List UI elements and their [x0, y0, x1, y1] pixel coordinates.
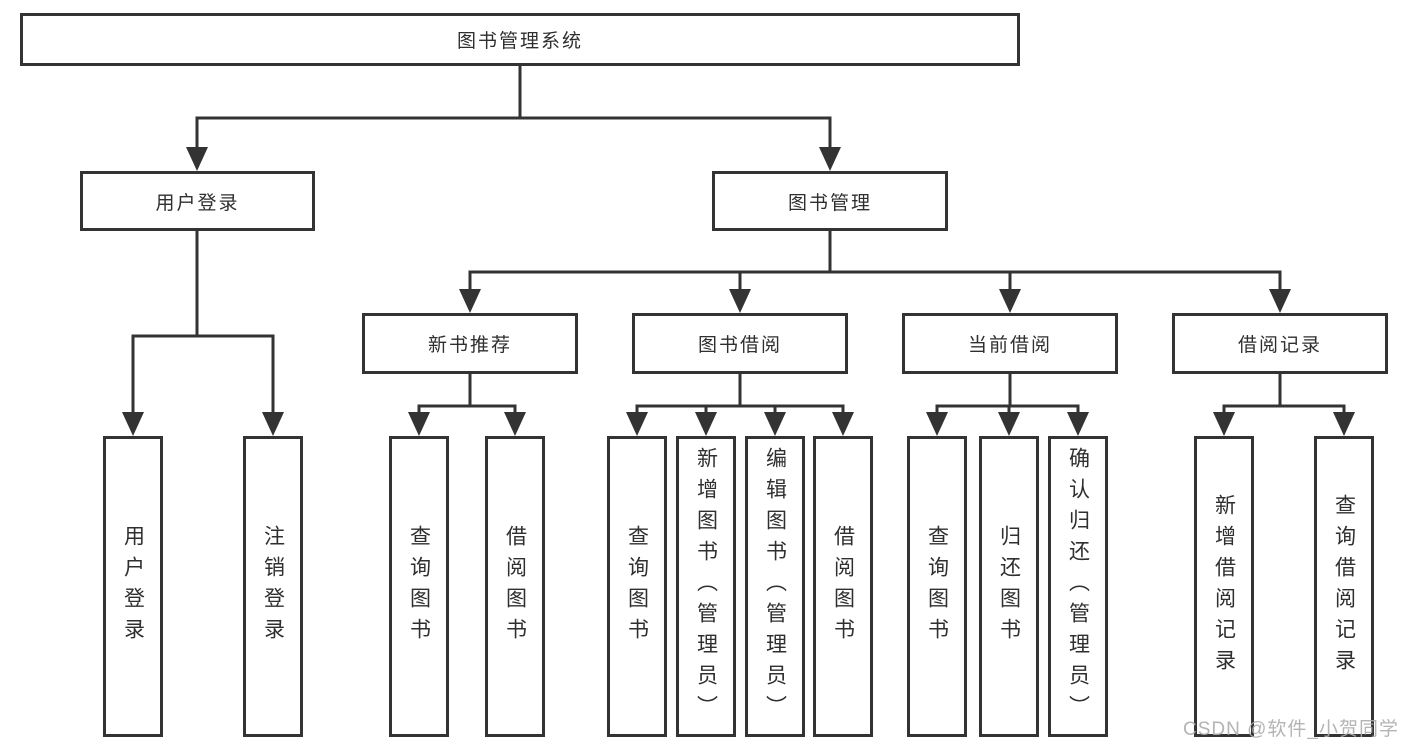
node-confirm-return-admin: 确认归还（管理员） — [1048, 436, 1108, 737]
node-query-books-current: 查询图书 — [907, 436, 967, 737]
node-add-borrow-record: 新增借阅记录 — [1194, 436, 1254, 737]
node-edit-books-admin-label: 编辑图书（管理员） — [763, 447, 787, 726]
node-book-management: 图书管理 — [712, 171, 948, 231]
node-borrow-books-recommend-label: 借阅图书 — [503, 524, 527, 649]
node-library-management-system: 图书管理系统 — [20, 13, 1020, 66]
node-return-books: 归还图书 — [979, 436, 1039, 737]
node-add-books-admin-label: 新增图书（管理员） — [694, 447, 718, 726]
node-confirm-return-admin-label: 确认归还（管理员） — [1066, 447, 1090, 726]
node-add-books-admin: 新增图书（管理员） — [676, 436, 736, 737]
node-query-borrow-record-label: 查询借阅记录 — [1332, 493, 1356, 680]
node-query-books-recommend-label: 查询图书 — [407, 524, 431, 649]
node-edit-books-admin: 编辑图书（管理员） — [745, 436, 805, 737]
node-query-books-borrowing-label: 查询图书 — [625, 524, 649, 649]
node-query-borrow-record: 查询借阅记录 — [1314, 436, 1374, 737]
node-logout-label: 注销登录 — [261, 524, 285, 649]
node-user-login-leaf: 用户登录 — [103, 436, 163, 737]
node-borrow-books-recommend: 借阅图书 — [485, 436, 545, 737]
node-borrowing-records: 借阅记录 — [1172, 313, 1388, 374]
node-book-borrowing: 图书借阅 — [632, 313, 848, 374]
node-query-books-current-label: 查询图书 — [925, 524, 949, 649]
node-borrow-books-borrowing: 借阅图书 — [813, 436, 873, 737]
node-query-books-borrowing: 查询图书 — [607, 436, 667, 737]
node-add-borrow-record-label: 新增借阅记录 — [1212, 493, 1236, 680]
node-borrow-books-borrowing-label: 借阅图书 — [831, 524, 855, 649]
node-user-login-leaf-label: 用户登录 — [121, 524, 145, 649]
node-new-book-recommend: 新书推荐 — [362, 313, 578, 374]
node-query-books-recommend: 查询图书 — [389, 436, 449, 737]
node-current-borrowing: 当前借阅 — [902, 313, 1118, 374]
csdn-watermark: CSDN @软件_小贺同学 — [1183, 719, 1399, 740]
node-return-books-label: 归还图书 — [997, 524, 1021, 649]
node-logout: 注销登录 — [243, 436, 303, 737]
node-user-login: 用户登录 — [80, 171, 315, 231]
